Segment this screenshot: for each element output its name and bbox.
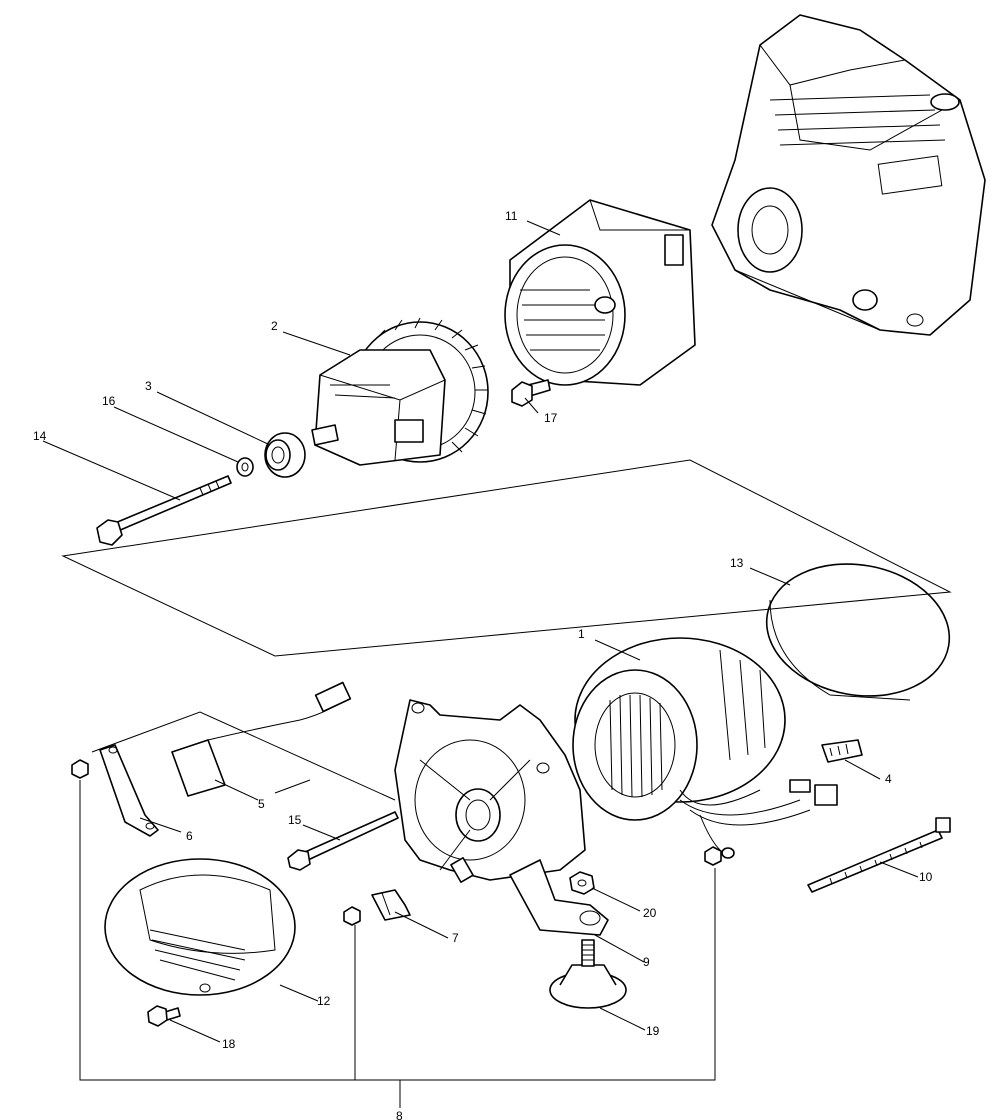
callout-16: 16 [102,394,116,408]
screw-middle [343,906,361,926]
screw-right [704,846,722,866]
connector [821,739,863,763]
callout-7: 7 [452,931,459,945]
callout-11: 11 [505,209,518,223]
callout-9: 9 [643,955,650,969]
screw-group-bracket [79,780,716,1108]
end-bracket [394,699,609,936]
washer [236,457,254,477]
stator-ring [765,563,951,701]
callout-17: 17 [544,411,558,425]
screw-left [71,759,89,779]
callout-labels: 1 2 3 4 5 6 7 8 9 10 11 12 13 14 15 16 1… [33,209,933,1120]
callout-14: 14 [33,429,47,443]
callout-6: 6 [186,829,193,843]
callout-8: 8 [396,1109,403,1120]
fan-housing [504,199,696,386]
callout-2: 2 [271,319,278,333]
callout-13: 13 [730,556,744,570]
nut [569,871,595,895]
rubber-foot [549,939,627,1009]
leader-lines [42,220,919,1043]
housing-bolt [511,379,551,407]
callout-5: 5 [258,797,265,811]
callout-18: 18 [222,1037,236,1051]
callout-15: 15 [288,813,302,827]
callout-19: 19 [646,1024,660,1038]
group-outline-lower [91,711,396,801]
callout-3: 3 [145,379,152,393]
callout-10: 10 [919,870,933,884]
cover-screw [147,1005,181,1027]
callout-20: 20 [643,906,657,920]
engine-block [711,14,986,336]
bracket-plate [99,744,159,837]
rotor [311,317,489,466]
through-bolt [96,475,232,546]
callout-12: 12 [317,994,331,1008]
end-cover [104,858,296,996]
long-bolt [287,811,399,871]
cable-tie [807,817,951,893]
bearing [264,432,306,478]
callout-1: 1 [578,627,585,641]
callout-4: 4 [885,772,892,786]
stator [572,637,838,859]
group-outline-upper [61,459,952,657]
clip [371,889,411,921]
